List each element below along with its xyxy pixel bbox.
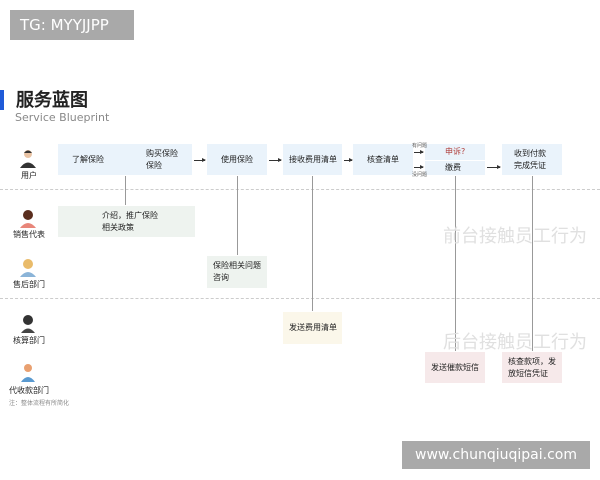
role-after-sales: 售后部门 — [13, 280, 45, 289]
sales-avatar-icon — [20, 210, 36, 228]
step-use: 使用保险 — [207, 144, 267, 175]
arrow — [414, 150, 424, 154]
role-accounting: 核算部门 — [13, 336, 45, 345]
arrow — [269, 158, 282, 162]
role-collection: 代收款部门 — [9, 386, 49, 395]
sales-action-text: 介绍，推广保险相关政策 — [102, 210, 158, 232]
page-title: 服务蓝图 — [16, 90, 88, 111]
connector — [125, 176, 126, 205]
arrow — [194, 158, 206, 162]
sales-action: 介绍，推广保险相关政策 — [58, 206, 195, 237]
step-pay: 缴费 — [425, 161, 485, 175]
accounting-avatar-icon — [21, 315, 35, 333]
role-sales: 销售代表 — [13, 230, 45, 239]
user-avatar-icon — [20, 150, 36, 168]
step-learn-buy: 了解保险 购买保险保险 — [58, 144, 192, 175]
page-subtitle: Service Blueprint — [15, 111, 110, 124]
step-learn: 了解保险 — [72, 154, 104, 164]
collection-remind-action: 发送催款短信 — [425, 352, 485, 383]
collection-avatar-icon — [21, 364, 35, 382]
connector — [455, 176, 456, 351]
footnote: 注：整体流程有所简化 — [9, 400, 70, 407]
arrow — [344, 158, 353, 162]
after-sales-avatar-icon — [20, 259, 36, 277]
connector — [237, 176, 238, 255]
role-user: 用户 — [21, 171, 37, 180]
back-lane-label: 后台接触员工行为 — [443, 332, 587, 353]
branch-problem-label: 有问题 — [412, 143, 428, 149]
back-line-divider — [0, 298, 600, 299]
step-buy: 购买保险保险 — [146, 148, 178, 170]
arrow — [487, 165, 501, 169]
arrow — [414, 165, 424, 169]
tg-watermark: TG: MYYJJPP — [10, 10, 134, 40]
connector — [532, 176, 533, 351]
step-check: 核查清单 — [353, 144, 413, 175]
connector — [312, 176, 313, 311]
site-watermark: www.chunqiuqipai.com — [402, 441, 590, 469]
step-appeal: 申诉? — [425, 144, 485, 160]
branch-no-problem-label: 没问题 — [412, 172, 428, 178]
front-lane-label: 前台接触员工行为 — [443, 226, 587, 247]
front-line-divider — [0, 189, 600, 190]
step-receive: 接收费用清单 — [283, 144, 342, 175]
collection-verify-action: 核查款项，发放短信凭证 — [502, 352, 562, 383]
accounting-action: 发送费用清单 — [283, 312, 342, 344]
after-sales-action: 保险相关问题咨询 — [207, 256, 267, 288]
step-done: 收到付款完成凭证 — [502, 144, 562, 175]
title-accent-bar — [0, 90, 4, 110]
